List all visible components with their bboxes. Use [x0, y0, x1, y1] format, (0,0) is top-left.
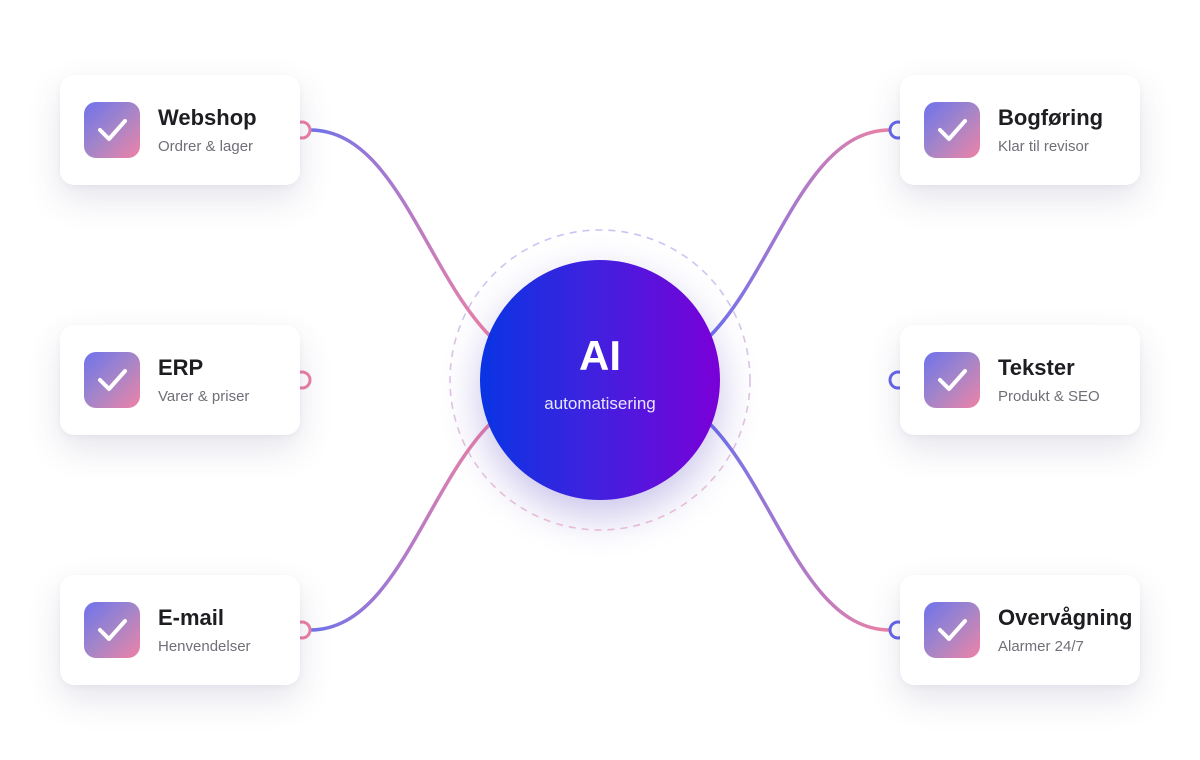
node-subtitle: Klar til revisor — [998, 138, 1089, 155]
node-card-tekster: Tekster Produkt & SEO — [900, 325, 1140, 435]
check-icon — [924, 602, 980, 658]
node-title: Bogføring — [998, 105, 1104, 130]
node-title: Tekster — [998, 355, 1075, 380]
link-overvagning — [708, 422, 891, 632]
hub-title: AI — [579, 332, 621, 379]
node-card-email: E-mail Henvendelser — [60, 575, 300, 685]
check-icon — [84, 602, 140, 658]
node-subtitle: Ordrer & lager — [158, 138, 254, 155]
link-bogforing — [708, 128, 891, 338]
node-card-erp: ERP Varer & priser — [60, 325, 300, 435]
ai-hub-circle: AI automatisering — [480, 260, 720, 500]
hub-dashed-ring — [449, 229, 751, 531]
node-title: Overvågning — [998, 605, 1133, 630]
node-card-bogforing: Bogføring Klar til revisor — [900, 75, 1140, 185]
check-icon — [924, 102, 980, 158]
node-title: ERP — [158, 355, 204, 380]
node-title: Webshop — [158, 105, 257, 130]
check-icon — [84, 352, 140, 408]
node-card-overvagning: Overvågning Alarmer 24/7 — [900, 575, 1140, 685]
link-email — [309, 422, 492, 632]
node-subtitle: Alarmer 24/7 — [998, 638, 1084, 655]
node-subtitle: Produkt & SEO — [998, 388, 1100, 405]
check-icon — [924, 352, 980, 408]
check-icon — [84, 102, 140, 158]
node-subtitle: Varer & priser — [158, 388, 250, 405]
node-card-webshop: Webshop Ordrer & lager — [60, 75, 300, 185]
node-title: E-mail — [158, 605, 225, 630]
node-subtitle: Henvendelser — [158, 638, 251, 655]
link-webshop — [309, 128, 492, 338]
hub-subtitle: automatisering — [544, 394, 656, 413]
